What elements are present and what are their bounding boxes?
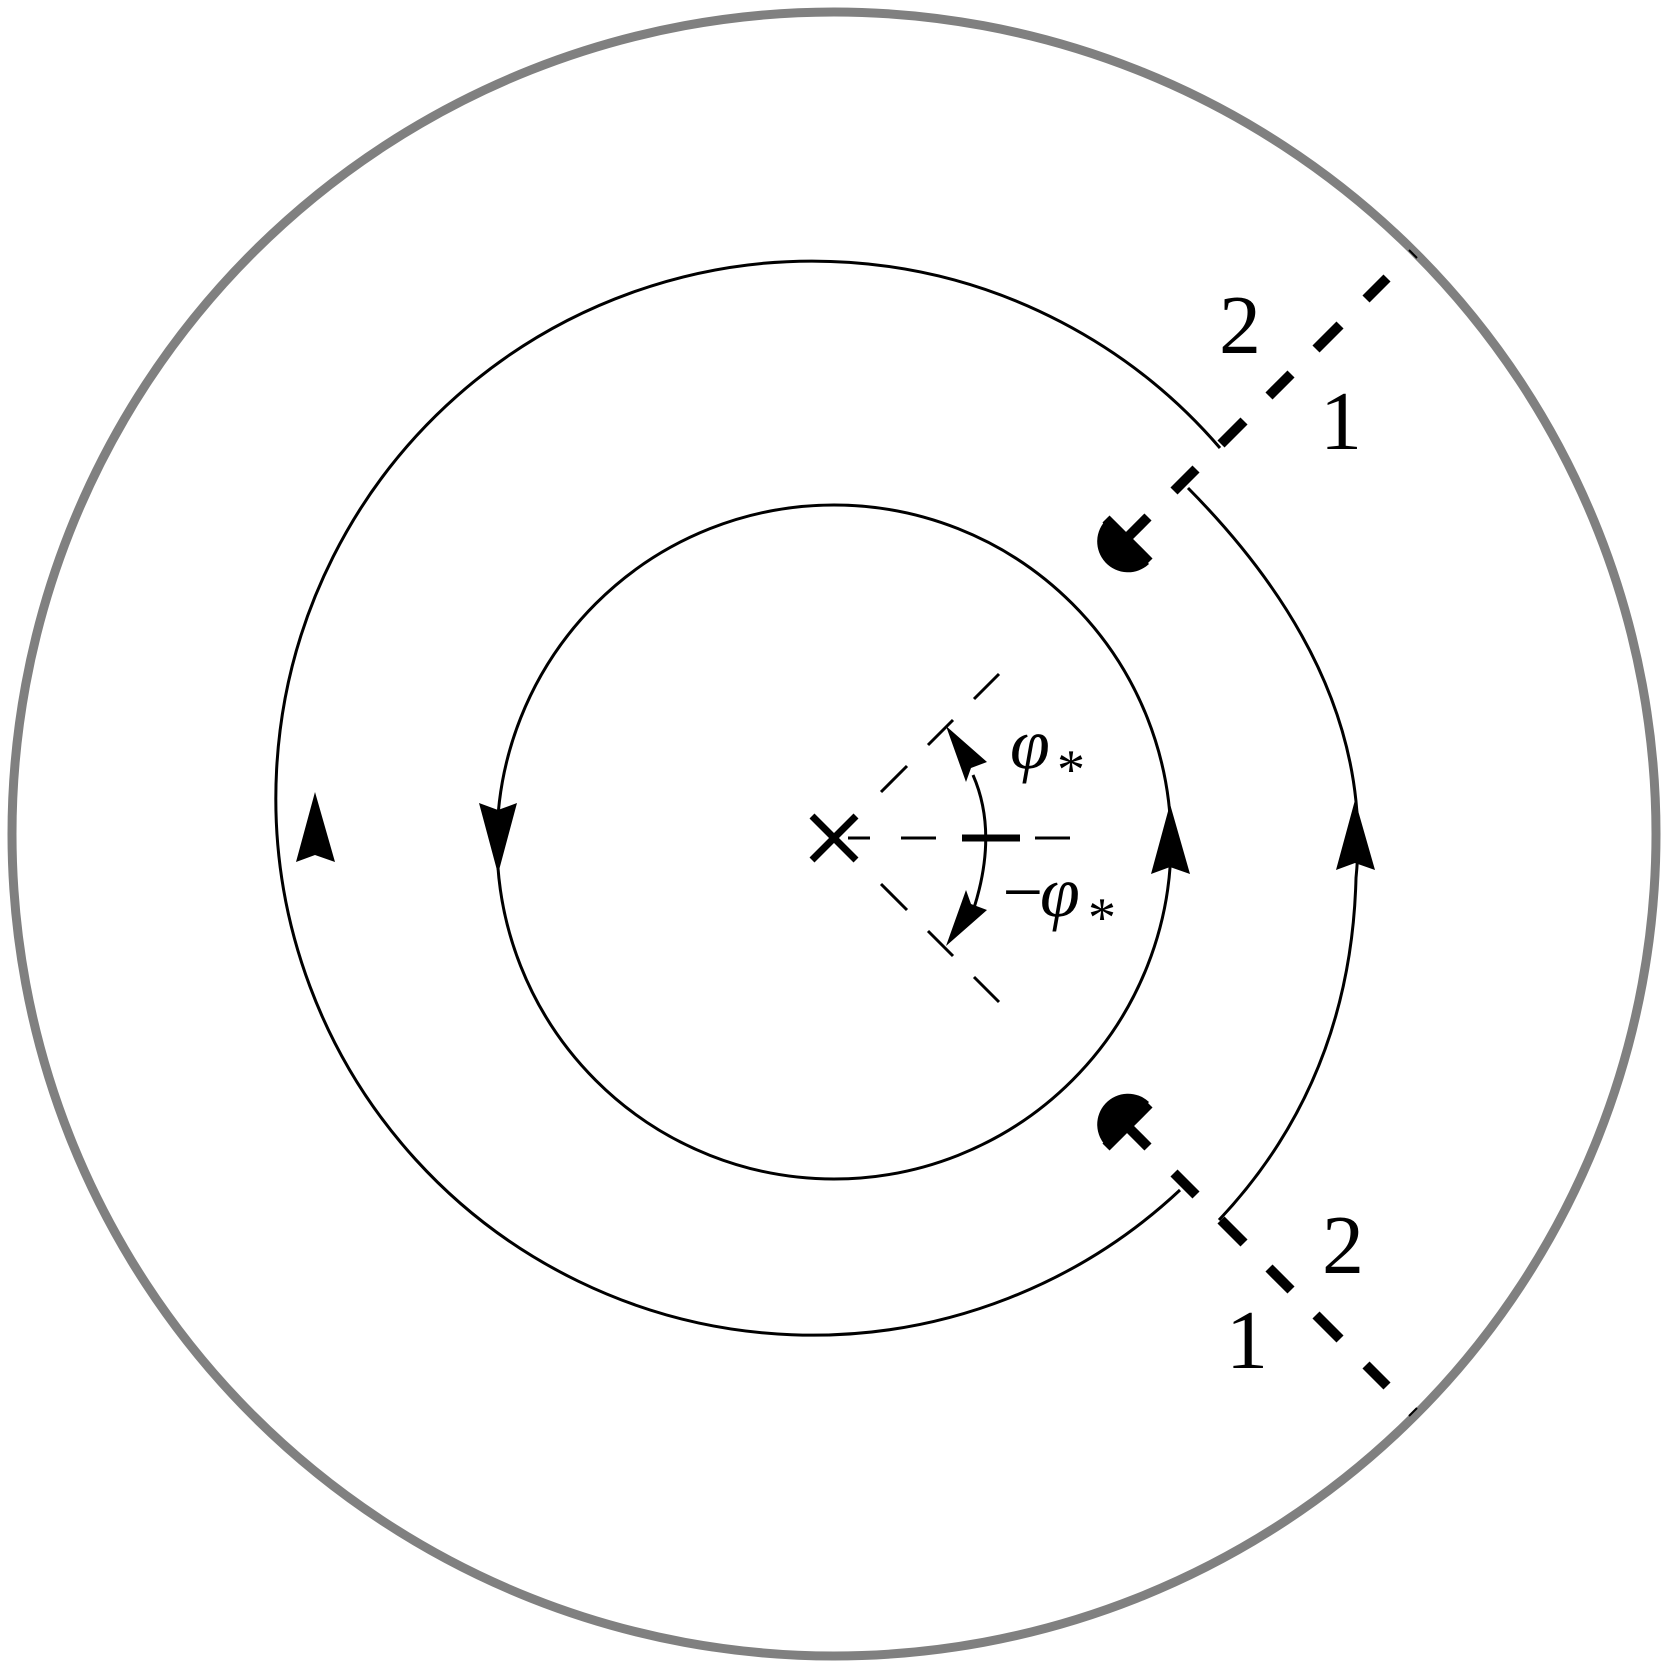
phi-star-label: φ — [1010, 704, 1050, 784]
upper-hook-marker — [1097, 515, 1153, 573]
lower-cut-tick — [1408, 1407, 1418, 1417]
arrow-up-left-contour — [296, 792, 335, 862]
lower-cut-line — [1123, 1122, 1391, 1390]
arrow-up-inner-right — [1151, 804, 1190, 874]
right-contour-arc — [1186, 486, 1360, 1222]
neg-phi-star-subscript: * — [1088, 887, 1116, 949]
arrow-down-inner-left — [479, 803, 517, 874]
angle-arc — [971, 774, 988, 909]
middle-contour-arc — [274, 259, 1222, 1337]
neg-phi-star-label: φ — [1040, 852, 1080, 932]
lower-cut-label-1: 1 — [1226, 1294, 1268, 1387]
angle-arrow-down — [946, 890, 987, 946]
contour-arrowheads — [296, 792, 1375, 874]
outer-boundary-circle — [7, 7, 1661, 1661]
upper-cut-label-2: 2 — [1219, 279, 1261, 372]
neg-phi-star-sign: − — [998, 852, 1047, 932]
lower-hook-marker — [1097, 1093, 1153, 1151]
upper-cut-line — [1123, 274, 1391, 542]
phi-star-subscript: * — [1057, 739, 1085, 801]
angle-arrow-up — [946, 726, 987, 782]
upper-cut-label-1: 1 — [1320, 375, 1362, 468]
pole-cross-marker — [809, 813, 859, 863]
arrow-up-outer-right — [1336, 800, 1375, 870]
angle-rays — [848, 672, 1070, 1004]
upper-cut-tick — [1408, 249, 1418, 259]
lower-cut-label-2: 2 — [1322, 1199, 1364, 1292]
